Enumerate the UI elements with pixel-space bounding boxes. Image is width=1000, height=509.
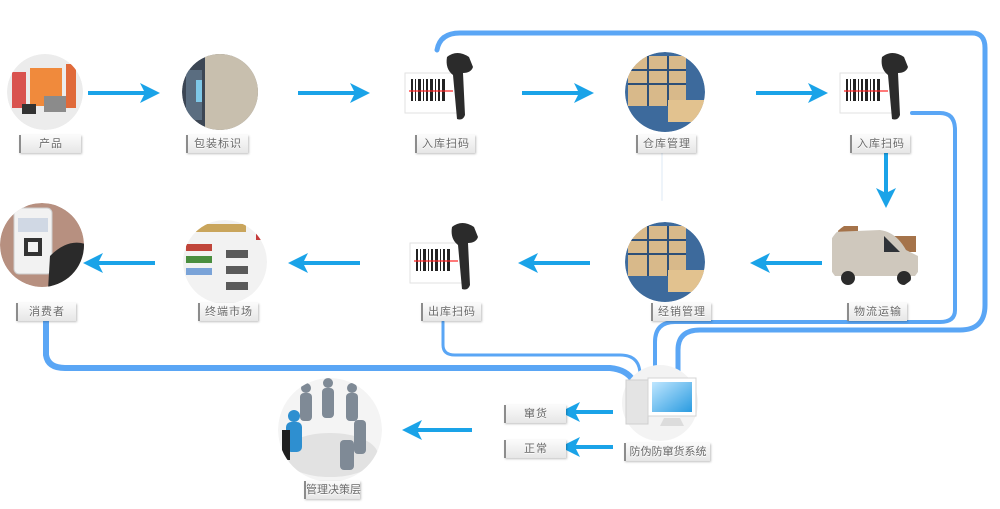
node-label-packaging: 包装标识 (186, 135, 248, 153)
computer-monitor-image (622, 365, 698, 441)
connector-scan2-loop (653, 111, 957, 374)
packaging-image (182, 54, 258, 130)
warehouse-image-1 (625, 52, 705, 132)
node-label-consumer: 消费者 (16, 303, 76, 321)
barcode-scanner-image-1 (404, 53, 473, 120)
barcode-scanner-image-3 (409, 223, 478, 290)
node-label-outbound-scan: 出库扫码 (421, 303, 481, 321)
node-label-management: 管理决策层 (304, 481, 361, 499)
connector-top-loop (434, 30, 988, 378)
node-label-inbound-scan-2: 入库扫码 (850, 135, 910, 153)
output-label-diverted: 窜货 (504, 405, 566, 423)
node-label-retail: 终端市场 (198, 303, 258, 321)
connectors (43, 30, 988, 388)
product-image (7, 54, 83, 130)
connector-outbound (441, 320, 642, 377)
meeting-people-image (278, 378, 382, 482)
warehouse-image-2 (625, 222, 705, 302)
node-label-system: 防伪防窜货系统 (624, 443, 710, 461)
phone-qr-scan-image (0, 203, 84, 287)
delivery-van-image (827, 217, 923, 293)
node-label-product: 产品 (19, 135, 81, 153)
node-label-logistics: 物流运输 (847, 303, 907, 321)
node-label-distribution: 经销管理 (651, 303, 711, 321)
barcode-scanner-image-2 (839, 53, 908, 120)
node-label-inbound-scan-1: 入库扫码 (415, 135, 475, 153)
retail-store-image (183, 220, 267, 304)
output-label-normal: 正常 (504, 440, 566, 458)
node-label-warehouse: 仓库管理 (636, 135, 696, 153)
connector-consumer (43, 312, 638, 388)
flow-arrows (83, 83, 896, 457)
